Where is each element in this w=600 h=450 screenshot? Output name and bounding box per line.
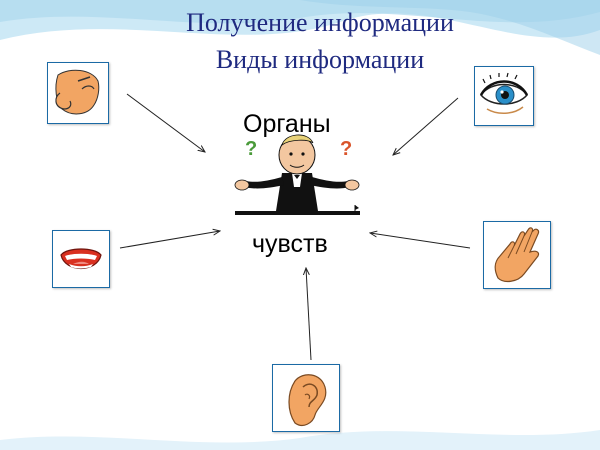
center-label-top: Органы [243,110,331,138]
svg-text:?: ? [245,138,257,160]
hand-card [483,221,551,289]
slide-title: Получение информации [186,8,454,37]
slide-subtitle: Виды информации [215,45,425,74]
person-illustration: ? ? [234,134,360,215]
svg-text:?: ? [340,138,352,160]
center-label-bottom: чувств [252,230,328,258]
eye-card [474,66,534,126]
eye-icon [479,72,529,114]
nose-card [47,62,109,124]
nose-icon [55,69,100,115]
hand-icon [494,227,540,283]
ear-card [272,364,340,432]
ear-icon [288,374,327,427]
mouth-icon [60,248,102,269]
mouth-card [52,230,110,288]
